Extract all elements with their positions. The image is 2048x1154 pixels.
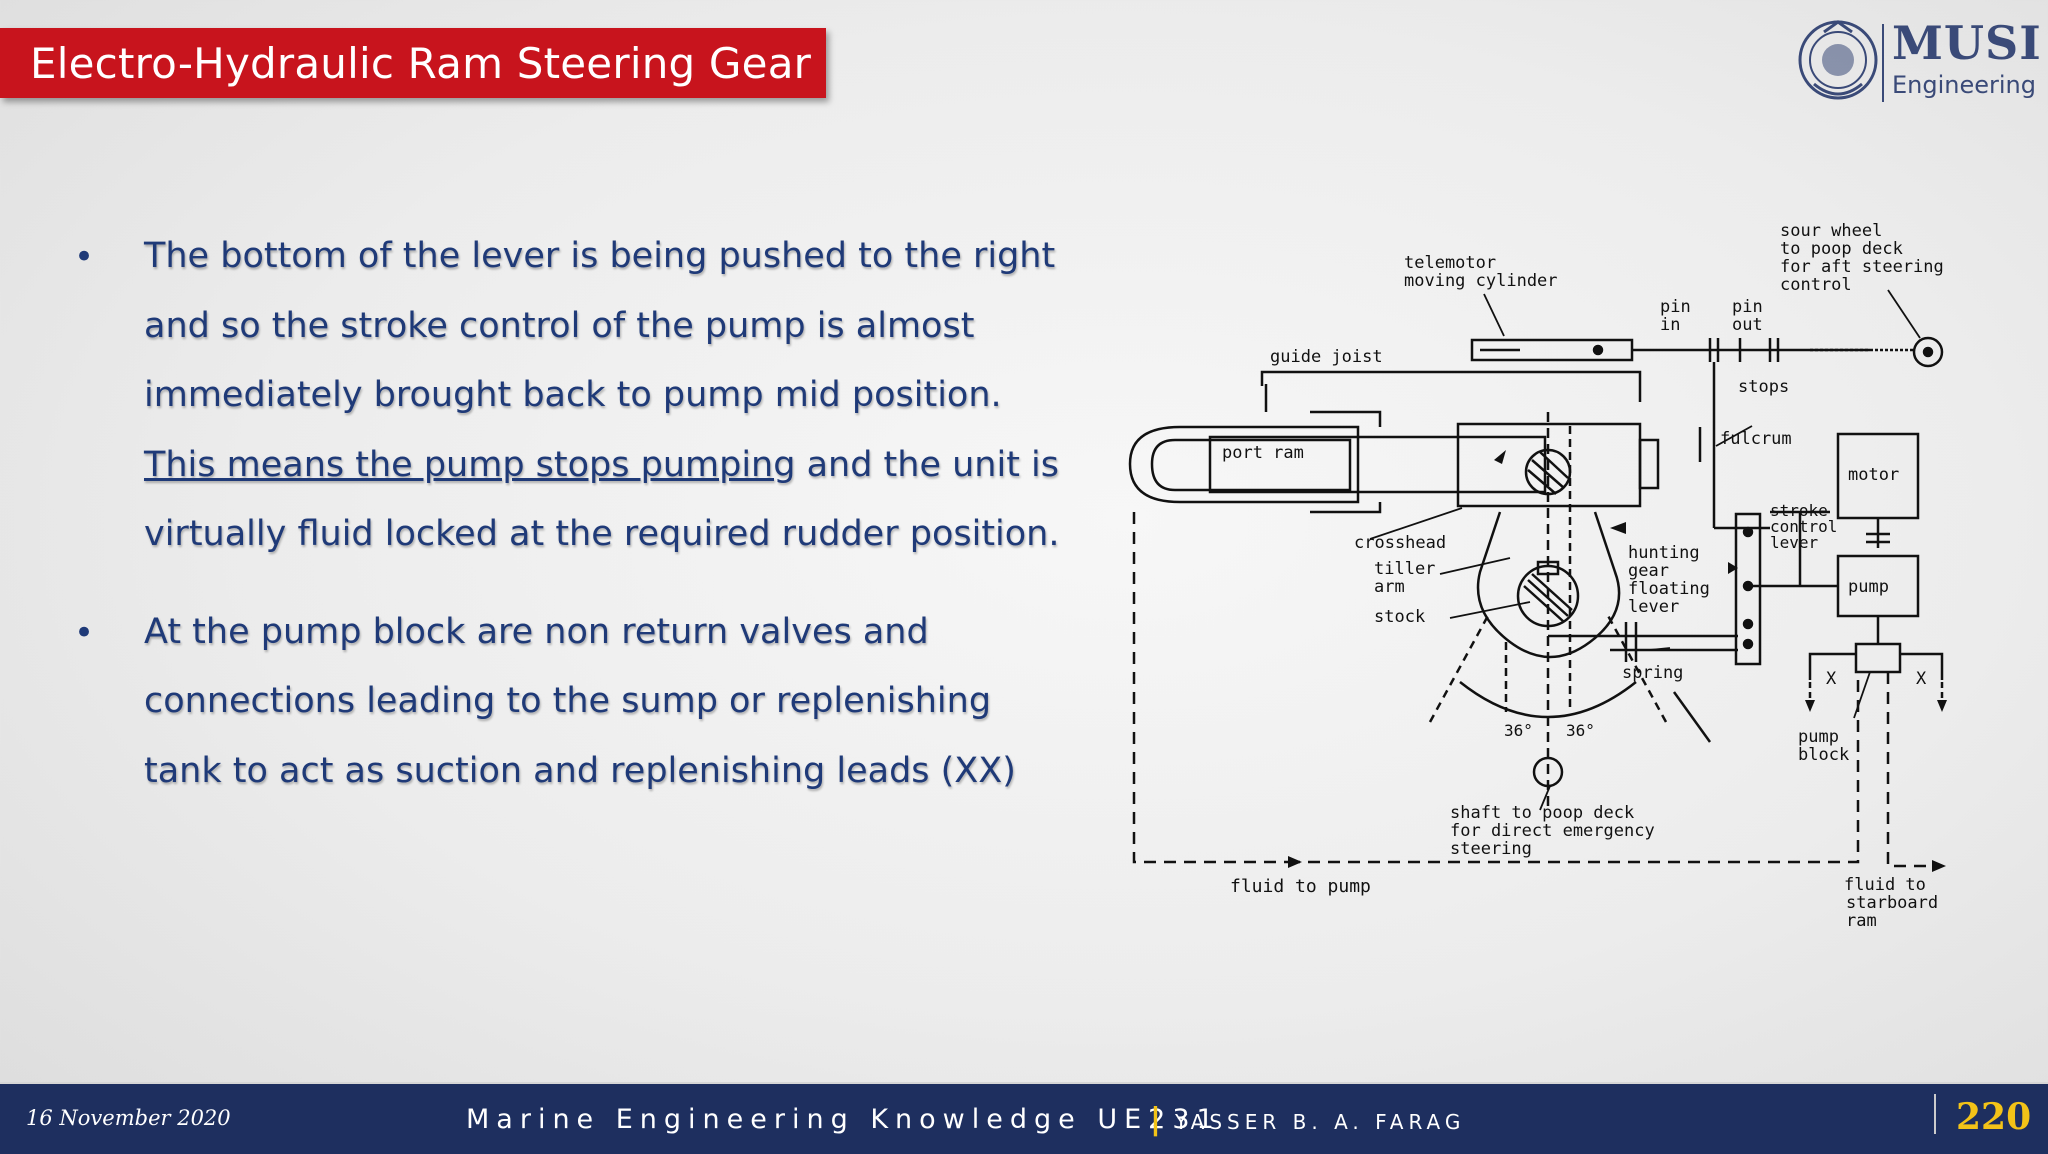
label-stock: stock [1374, 607, 1425, 627]
label-x-left: X [1826, 669, 1837, 689]
title-banner: Electro-Hydraulic Ram Steering Gear [0, 28, 826, 98]
label-hunting-4: lever [1628, 597, 1679, 617]
label-pump-block-1: pump [1798, 727, 1839, 747]
label-telemotor-2: moving cylinder [1404, 271, 1558, 291]
footer-divider [1934, 1094, 1936, 1134]
label-stops: stops [1738, 377, 1789, 397]
footer-separator: | [1150, 1102, 1161, 1137]
label-sour-wheel-3: for aft steering [1780, 257, 1944, 277]
label-spring: spring [1622, 663, 1683, 683]
label-shaft-2: for direct emergency [1450, 821, 1655, 841]
label-sour-wheel-2: to poop deck [1780, 239, 1903, 259]
label-crosshead: crosshead [1354, 533, 1446, 553]
label-fluid-to-pump: fluid to pump [1230, 876, 1371, 897]
footer-author: YASSER B. A. FARAG [1175, 1110, 1466, 1134]
footer-course: Marine Engineering Knowledge UE231 [466, 1104, 1221, 1135]
bullet-text-2: At the pump block are non return valves … [144, 611, 1016, 791]
bullet-dot-icon: • [74, 237, 95, 277]
label-shaft-1: shaft to poop deck [1450, 803, 1634, 823]
footer-bar: 16 November 2020 Marine Engineering Know… [0, 1082, 2048, 1154]
logo-divider [1882, 24, 1884, 102]
label-guide-joist: guide joist [1270, 347, 1383, 367]
label-port-ram: port ram [1222, 443, 1304, 463]
label-hunting-3: floating [1628, 579, 1710, 599]
label-pump: pump [1848, 577, 1889, 597]
label-fluid-star-2: starboard [1846, 893, 1938, 913]
label-stroke-3: lever [1770, 533, 1819, 552]
footer-date: 16 November 2020 [26, 1106, 231, 1130]
label-sour-wheel-1: sour wheel [1780, 221, 1882, 241]
label-x-right: X [1916, 669, 1927, 689]
label-pump-block-2: block [1798, 745, 1849, 765]
slide-title: Electro-Hydraulic Ram Steering Gear [30, 38, 812, 88]
label-sour-wheel-4: control [1780, 275, 1852, 295]
bullet-list: • The bottom of the lever is being pushe… [60, 222, 1060, 834]
label-pin-out-1: pin [1732, 297, 1763, 317]
bullet-item-1: • The bottom of the lever is being pushe… [60, 222, 1060, 570]
label-angle-left: 36° [1504, 721, 1533, 740]
label-hunting-1: hunting [1628, 543, 1700, 563]
label-motor: motor [1848, 465, 1899, 485]
label-tiller-2: arm [1374, 577, 1405, 597]
bullet-dot-icon: • [74, 612, 95, 653]
label-stroke-1: stroke [1770, 501, 1828, 520]
label-pin-in-1: pin [1660, 297, 1691, 317]
page-number: 220 [1956, 1096, 2032, 1138]
label-telemotor-1: telemotor [1404, 253, 1496, 273]
label-stroke-2: control [1770, 517, 1837, 536]
label-angle-right: 36° [1566, 721, 1595, 740]
label-hunting-2: gear [1628, 561, 1669, 581]
label-pin-out-2: out [1732, 315, 1763, 335]
label-pin-in-2: in [1660, 315, 1680, 335]
logo-subtitle: Engineering [1892, 71, 2036, 99]
label-fluid-star-1: fluid to [1844, 875, 1926, 895]
bullet-text-1: The bottom of the lever is being pushed … [144, 236, 1060, 554]
label-fluid-star-3: ram [1846, 911, 1877, 931]
logo-name: MUSI [1892, 16, 2042, 70]
underlined-phrase: This means the pump stops pumping [144, 444, 796, 485]
label-fulcrum: fulcrum [1720, 429, 1792, 449]
bullet-item-2: • At the pump block are non return valve… [60, 598, 1060, 807]
logo-text: MUSI Engineering [1892, 20, 2042, 100]
steering-gear-diagram: telemotor moving cylinder sour wheel to … [1128, 221, 1947, 931]
label-shaft-3: steering [1450, 839, 1532, 859]
university-emblem-icon [1798, 20, 1878, 100]
label-tiller-1: tiller [1374, 559, 1435, 579]
